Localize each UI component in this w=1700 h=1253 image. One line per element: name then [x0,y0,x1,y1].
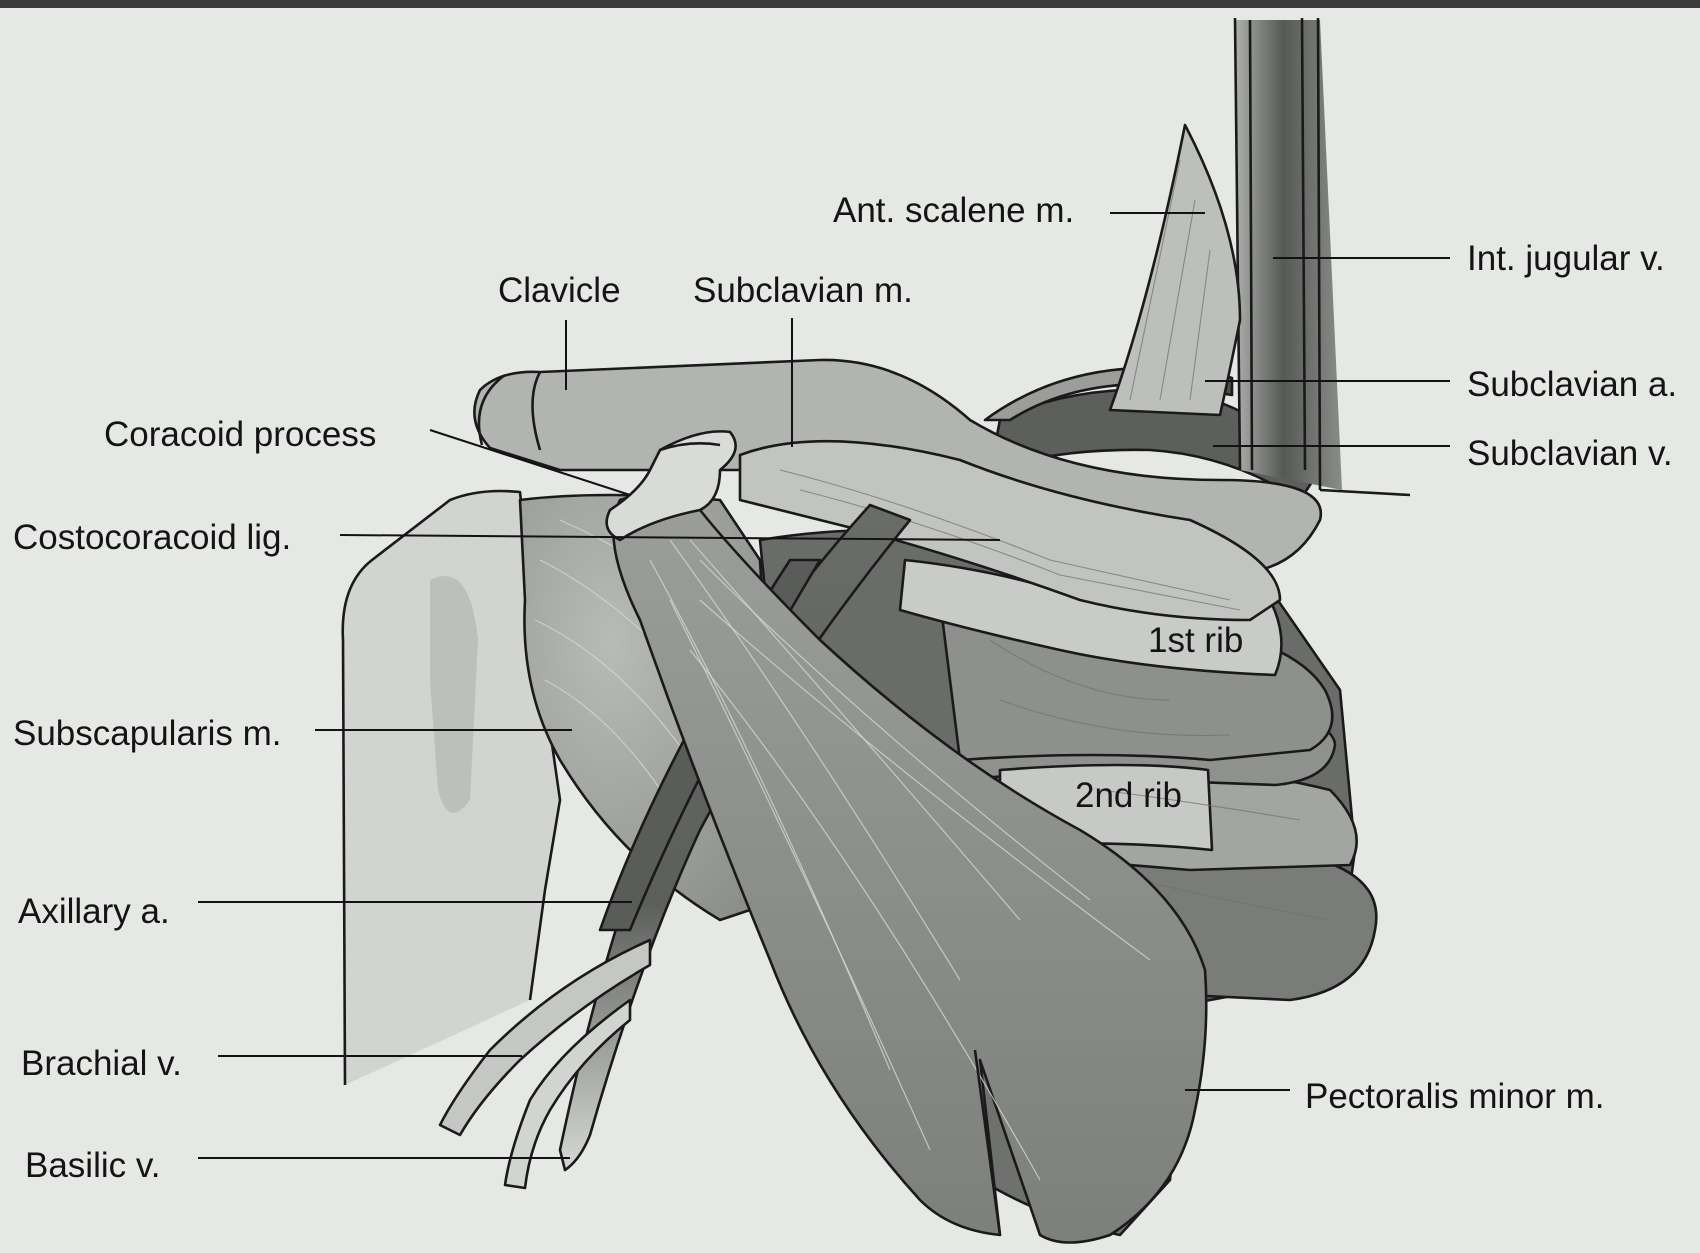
label-pectoralis-minor: Pectoralis minor m. [1305,1079,1605,1114]
label-axillary-a: Axillary a. [18,894,170,929]
label-subclavian-a: Subclavian a. [1467,367,1677,402]
label-subscapularis: Subscapularis m. [13,716,281,751]
label-int-jugular: Int. jugular v. [1467,241,1665,276]
label-brachial-v: Brachial v. [21,1046,182,1081]
label-clavicle: Clavicle [498,273,621,308]
label-coracoid-process: Coracoid process [104,417,376,452]
label-second-rib: 2nd rib [1075,778,1182,813]
anterior-scalene [1110,125,1240,415]
label-subclavian-m: Subclavian m. [693,273,913,308]
humeral-shadow [430,576,478,813]
label-ant-scalene: Ant. scalene m. [833,193,1074,228]
label-costocoracoid-lig: Costocoracoid lig. [13,520,291,555]
label-subclavian-v: Subclavian v. [1467,436,1673,471]
label-basilic-v: Basilic v. [25,1148,161,1183]
label-first-rib: 1st rib [1148,623,1243,658]
